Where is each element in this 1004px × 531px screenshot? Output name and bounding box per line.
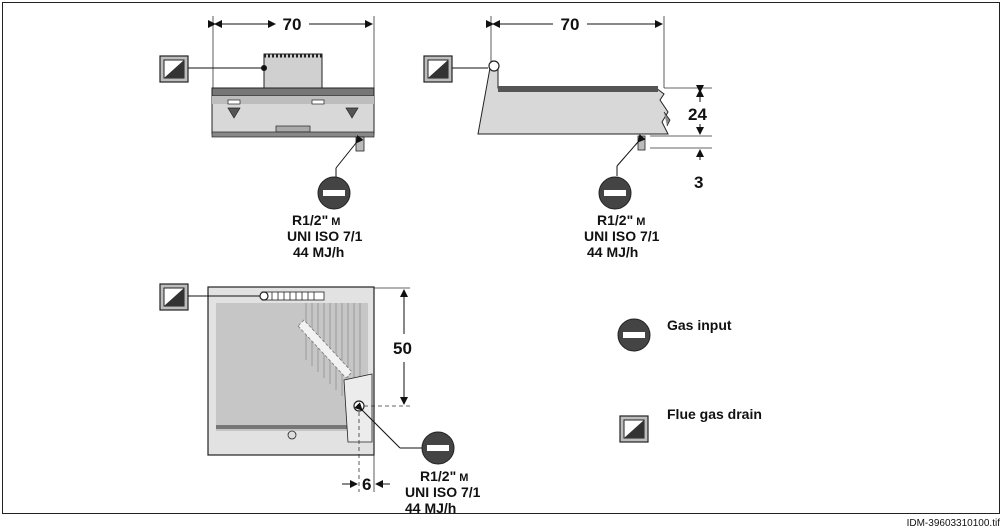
front-gas-rate: 44 MJ/h xyxy=(293,244,344,260)
front-flue-drain-icon xyxy=(159,55,189,83)
front-view: 70 R1/2"M UNI ISO 7/1 44 MJ/h xyxy=(159,15,375,260)
top-offset-dimension: 6 xyxy=(362,475,371,494)
top-depth-dimension: 50 xyxy=(393,339,412,358)
legend-flue-gas-drain: Flue gas drain xyxy=(667,406,762,422)
top-gas-standard: UNI ISO 7/1 xyxy=(405,484,481,500)
side-gas-standard: UNI ISO 7/1 xyxy=(584,228,660,244)
side-width-dimension: 70 xyxy=(561,15,580,34)
side-gas-thread: R1/2"M xyxy=(597,212,645,228)
front-gas-input-icon xyxy=(317,176,351,210)
top-gas-thread: R1/2"M xyxy=(420,468,468,484)
side-clearance-dimension: 3 xyxy=(694,173,703,192)
side-flue-drain-icon xyxy=(423,55,453,83)
top-gas-input-icon xyxy=(421,431,455,465)
drawing-frame xyxy=(2,2,1000,514)
side-gas-input-icon xyxy=(598,176,632,210)
top-view: 50 6 R1/2"M UNI ISO 7/1 44 MJ/h xyxy=(159,283,481,516)
front-gas-standard: UNI ISO 7/1 xyxy=(287,228,363,244)
legend: Gas input Flue gas drain xyxy=(617,317,762,443)
flue-gas-drain-icon xyxy=(619,415,649,443)
gas-input-icon xyxy=(617,318,651,352)
top-flue-drain-icon xyxy=(159,283,189,311)
file-identifier: IDM-39603310100.tif xyxy=(906,518,1000,529)
side-height-dimension: 24 xyxy=(688,105,707,124)
side-gas-rate: 44 MJ/h xyxy=(587,244,638,260)
legend-gas-input: Gas input xyxy=(667,317,732,333)
side-view: 70 24 3 R1/2"M UNI ISO 7/1 44 MJ/h xyxy=(423,15,712,260)
front-width-dimension: 70 xyxy=(283,15,302,34)
front-gas-thread: R1/2"M xyxy=(292,212,340,228)
top-gas-rate: 44 MJ/h xyxy=(405,500,456,516)
